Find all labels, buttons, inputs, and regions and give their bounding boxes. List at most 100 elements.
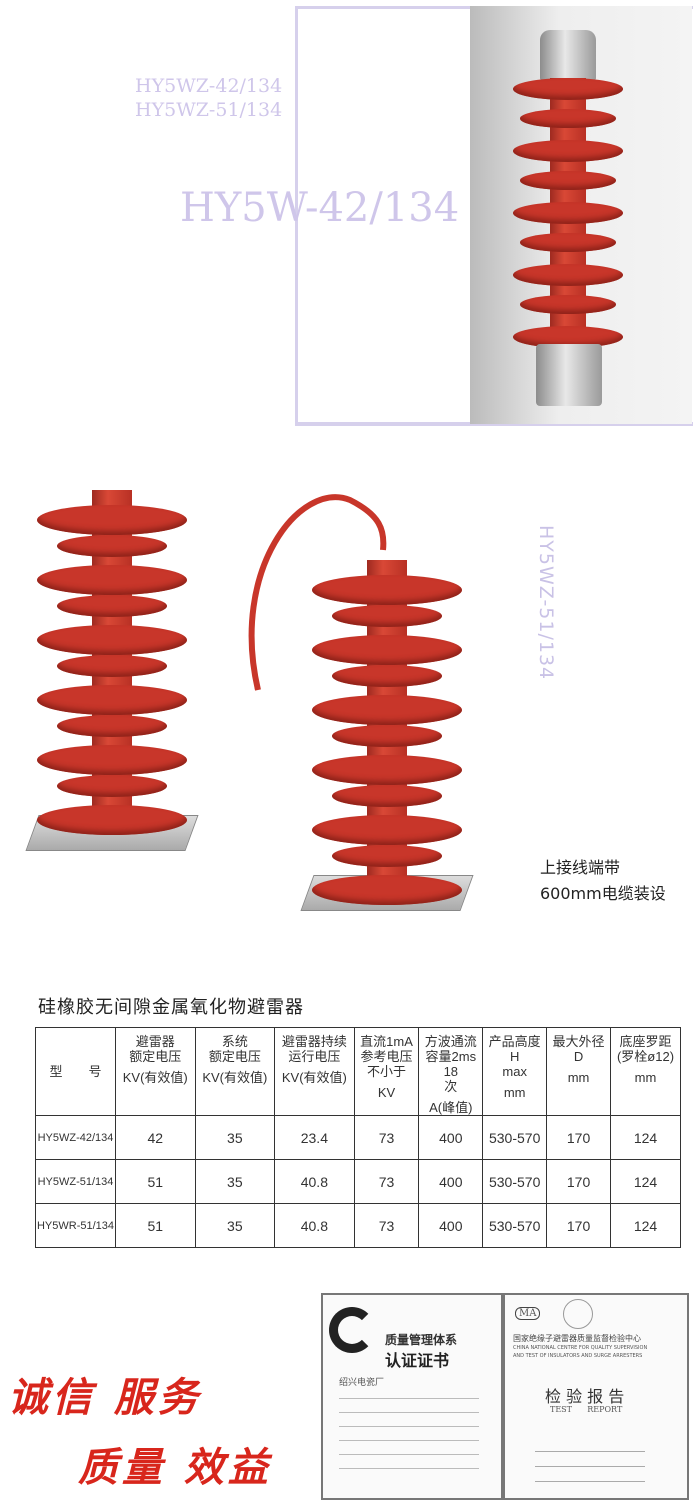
shed [312, 635, 462, 665]
shed [332, 725, 442, 747]
table-cell: 35 [194, 1203, 276, 1248]
report-title: 检 验 报 告 [545, 1387, 625, 1406]
column-header: 避雷器额定电压 KV(有效值) [115, 1027, 196, 1116]
shed [513, 326, 623, 348]
table-cell: 400 [418, 1159, 484, 1204]
note-line: 600mm电缆装设 [540, 884, 666, 903]
header-line: (罗栓ø12) [616, 1049, 675, 1064]
table-cell: 40.8 [274, 1159, 355, 1204]
table-cell: 51 [115, 1203, 196, 1248]
shed [57, 535, 167, 557]
header-line: 18 [443, 1064, 459, 1079]
header-unit: KV(有效值) [122, 1070, 188, 1085]
shed [37, 805, 187, 835]
header-line: 最大外径 [552, 1034, 605, 1049]
org-name-en: AND TEST OF INSULATORS AND SURGE ARRESTE… [513, 1353, 643, 1359]
shed [513, 78, 623, 100]
header-unit: mm [634, 1070, 657, 1085]
shed [57, 775, 167, 797]
cable [248, 494, 387, 691]
table-cell: 170 [546, 1203, 611, 1248]
table-cell: 35 [194, 1159, 276, 1204]
shed [520, 171, 616, 191]
table-cell: HY5WZ-42/134 [35, 1115, 116, 1160]
header-line: D [573, 1049, 584, 1064]
table-cell: 42 [115, 1115, 196, 1160]
table-cell: 124 [610, 1203, 681, 1248]
note-line: 上接线端带 [540, 858, 621, 877]
header-line: 不小于 [367, 1064, 407, 1079]
shed [312, 815, 462, 845]
header-line: 产品高度 [488, 1034, 541, 1049]
header-line: 参考电压 [360, 1049, 413, 1064]
arrester-photo-right [240, 470, 480, 940]
shed [332, 665, 442, 687]
header-unit: KV(有效值) [202, 1070, 268, 1085]
table-cell: HY5WZ-51/134 [35, 1159, 116, 1204]
shed [520, 295, 616, 315]
product-photo [470, 6, 692, 424]
model-name: HY5WZ-42/134 [135, 75, 283, 97]
header-line: 避雷器持续 [281, 1034, 347, 1049]
header-line: max [502, 1064, 527, 1079]
shed [312, 755, 462, 785]
table-cell: 73 [353, 1159, 420, 1204]
header-unit: A(峰值) [429, 1100, 473, 1115]
slogan-line: 质量 效益 [78, 1444, 272, 1491]
table-cell: 170 [546, 1159, 611, 1204]
shed [37, 625, 187, 655]
shed [513, 140, 623, 162]
shed [37, 685, 187, 715]
table-cell: HY5WR-51/134 [35, 1203, 116, 1248]
header-line: 运行电压 [288, 1049, 341, 1064]
table-cell: 124 [610, 1159, 681, 1204]
model-name: HY5WZ-51/134 [135, 99, 283, 121]
header-line: 次 [444, 1079, 458, 1094]
report-fields [535, 1440, 645, 1482]
ma-mark: MA [515, 1307, 541, 1320]
header-line: 额定电压 [129, 1049, 182, 1064]
arrester-photo-left [20, 460, 210, 880]
table-cell: 530-570 [482, 1159, 548, 1204]
column-header: 型 号 [35, 1027, 116, 1116]
shed [57, 595, 167, 617]
table-cell: 530-570 [482, 1203, 548, 1248]
shed [312, 695, 462, 725]
org-name: 国家绝缘子避雷器质量监督检验中心 [513, 1334, 641, 1343]
quality-certificate: 质量管理体系 认证证书 绍兴电瓷厂 [321, 1293, 503, 1500]
header-line: 方波通流 [424, 1034, 477, 1049]
shed [332, 845, 442, 867]
top-cap [540, 30, 596, 80]
shed [57, 715, 167, 737]
vertical-model-label: HY5WZ-51/134 [535, 525, 557, 681]
shed [513, 264, 623, 286]
header-line: H [509, 1049, 520, 1064]
shed [520, 233, 616, 253]
test-report: MA 国家绝缘子避雷器质量监督检验中心 CHINA NATIONAL CENTR… [503, 1293, 689, 1500]
table-cell: 170 [546, 1115, 611, 1160]
header-line: 型 号 [49, 1064, 102, 1079]
header-line: 底座罗距 [619, 1034, 672, 1049]
shed [513, 202, 623, 224]
table-cell: 400 [418, 1203, 484, 1248]
header-line: 避雷器 [135, 1034, 175, 1049]
shed [37, 505, 187, 535]
model-list: HY5WZ-42/134 HY5WZ-51/134 [135, 74, 282, 122]
table-cell: 73 [353, 1203, 420, 1248]
table-cell: 51 [115, 1159, 196, 1204]
table-cell: 23.4 [274, 1115, 355, 1160]
shed [37, 565, 187, 595]
header-unit: mm [567, 1070, 590, 1085]
main-model-title: HY5W-42/134 [180, 185, 460, 231]
header-line: 直流1mA [360, 1034, 413, 1049]
table-cell: 530-570 [482, 1115, 548, 1160]
table-cell: 35 [194, 1115, 276, 1160]
table-cell: 124 [610, 1115, 681, 1160]
table-title: 硅橡胶无间隙金属氧化物避雷器 [38, 997, 304, 1018]
